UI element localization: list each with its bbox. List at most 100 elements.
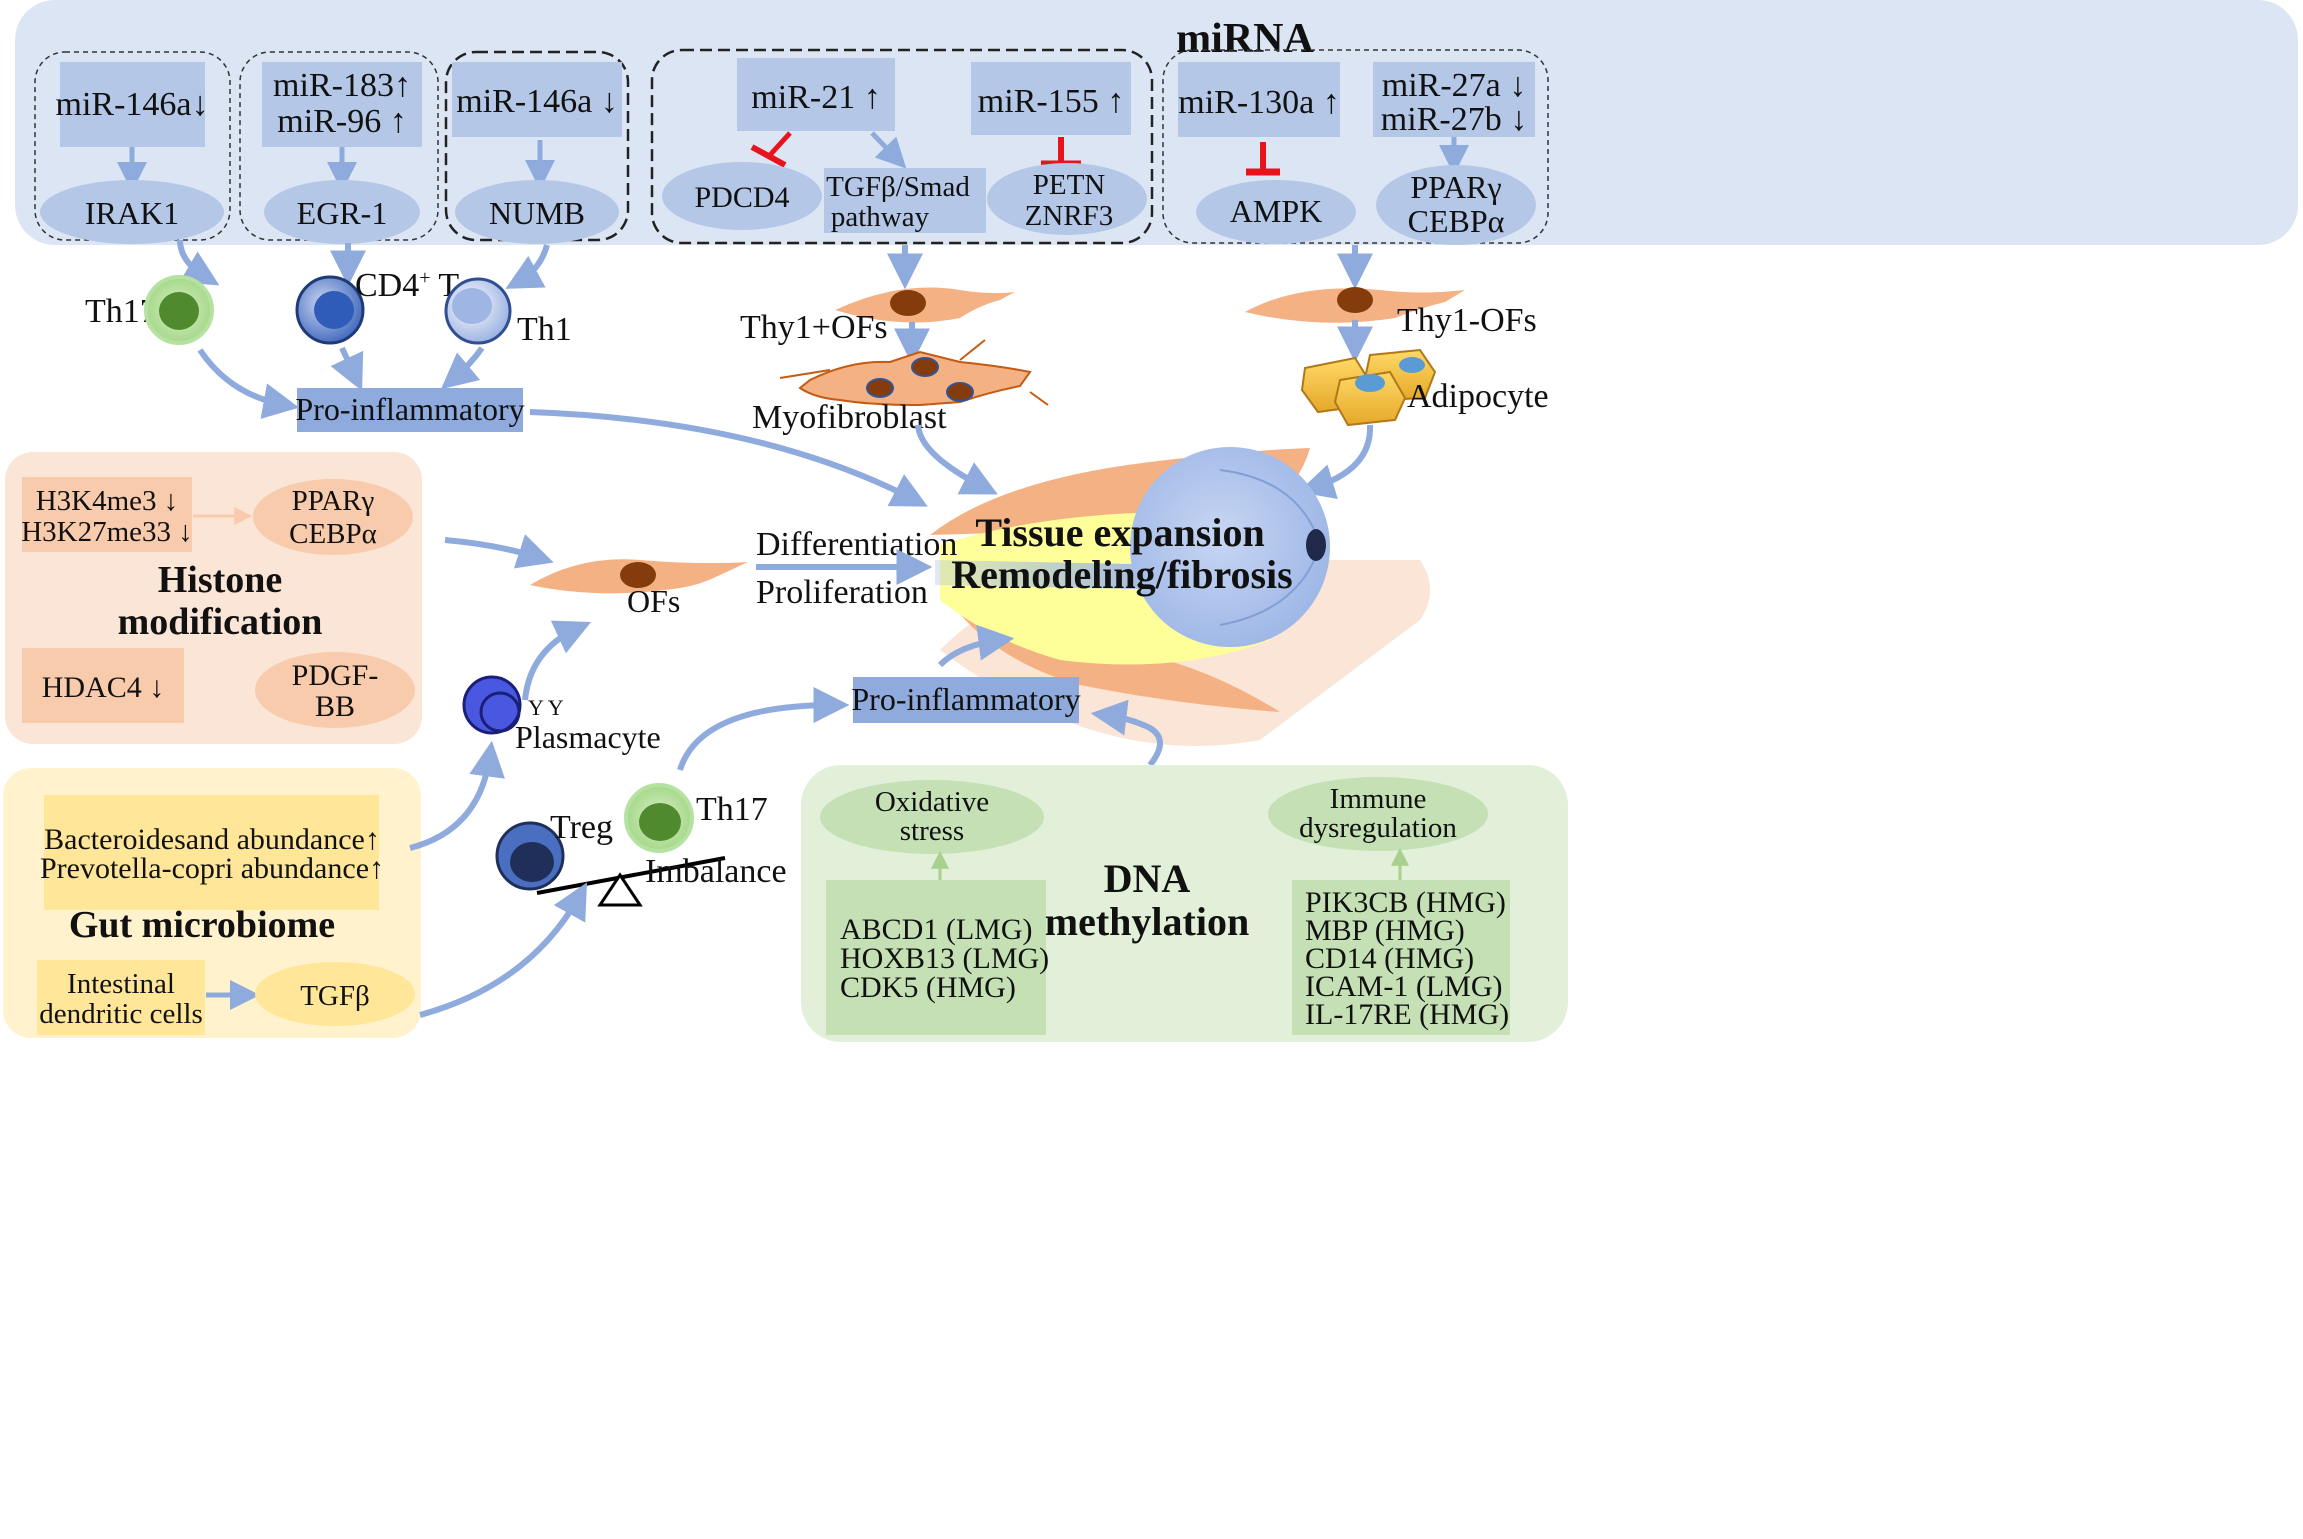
dna-left-gene-2: HOXB13 (LMG) (840, 942, 1049, 975)
dna-right-gene-2: MBP (HMG) (1305, 914, 1465, 947)
oxidative-stress-node (820, 780, 1044, 854)
mir-96-label: miR-96 ↑ (277, 103, 406, 140)
oxidative-label-2: stress (900, 815, 964, 847)
dna-title-2: methylation (1045, 899, 1249, 944)
mirna-panel (15, 0, 2298, 245)
treg-label: Treg (550, 809, 613, 846)
mirna-title: miRNA (1176, 16, 1314, 62)
tgf-smad-label: TGFβ/Smad (826, 171, 970, 203)
th1-label: Th1 (517, 311, 572, 348)
antibody-icon: Y Y (528, 695, 564, 720)
mir-183-label: miR-183↑ (273, 67, 411, 104)
ofs-label: OFs (627, 583, 680, 619)
pro-inflammatory-top-label: Pro-inflammatory (295, 391, 524, 427)
pdgf-label-2: BB (315, 690, 355, 723)
pdgf-bb-node (255, 652, 415, 728)
dna-right-gene-box (1292, 880, 1510, 1035)
mir-146a-box-2 (452, 62, 622, 137)
differentiation-label: Differentiation (756, 526, 957, 563)
numb-node (455, 180, 619, 244)
mir-130a-label: miR-130a ↑ (1178, 84, 1339, 121)
myofibroblast-cells (779, 339, 1049, 407)
gut-tgfb-label: TGFβ (300, 980, 370, 1012)
pro-inflammatory-bottom-box (853, 677, 1079, 723)
tgf-smad-box (824, 168, 986, 233)
mir-155-label: miR-155 ↑ (978, 83, 1124, 120)
pdgf-label-1: PDGF- (292, 659, 379, 692)
mir-27a-label: miR-27a ↓ (1382, 67, 1526, 104)
immune-label-2: dysregulation (1299, 812, 1457, 844)
dna-left-gene-3: CDK5 (HMG) (840, 971, 1016, 1004)
pdcd4-node (662, 162, 822, 230)
hdac4-label: HDAC4 ↓ (42, 671, 165, 704)
tissue-expansion-label: Tissue expansion (975, 510, 1264, 555)
adipocyte-label: Adipocyte (1407, 378, 1549, 415)
proliferation-label: Proliferation (756, 574, 928, 611)
dna-right-gene-4: ICAM-1 (LMG) (1305, 970, 1502, 1003)
mir-146a-box (60, 62, 205, 147)
tgf-pathway-label: pathway (831, 201, 930, 233)
petn-label: PETN (1033, 169, 1106, 201)
histone-cebpa-label: CEBPα (289, 518, 377, 550)
pro-inflammatory-bottom-label: Pro-inflammatory (851, 681, 1080, 717)
prevotella-label: Prevotella-copri abundance↑ (40, 852, 384, 885)
dendritic-cells-box (37, 960, 205, 1035)
mir-155-box (971, 62, 1131, 135)
histone-pparg-node (253, 479, 413, 555)
dna-title-1: DNA (1104, 856, 1191, 901)
petn-znrf3-node (987, 163, 1147, 235)
pdcd4-label: PDCD4 (694, 181, 789, 214)
dna-right-gene-3: CD14 (HMG) (1305, 942, 1474, 975)
oxidative-label-1: Oxidative (875, 786, 989, 818)
bacteria-box (44, 795, 379, 910)
immune-dysregulation-node (1268, 777, 1488, 851)
mir-21-box (737, 58, 895, 131)
dna-left-gene-box (826, 880, 1046, 1035)
cebpa-label: CEBPα (1408, 203, 1505, 239)
thy1-pos-ofs-label: Thy1+OFs (740, 309, 888, 346)
myofibroblast-label: Myofibroblast (752, 399, 947, 436)
dendritic-label-1: Intestinal (67, 968, 175, 1000)
histone-title-2: modification (118, 601, 323, 643)
mirna-group-4 (650, 48, 1154, 245)
plasmacyte-label: Plasmacyte (515, 719, 661, 755)
dna-right-gene-1: PIK3CB (HMG) (1305, 886, 1506, 919)
mir-27b-label: miR-27b ↓ (1381, 101, 1527, 138)
dendritic-label-2: dendritic cells (39, 998, 202, 1030)
mir-146a-label-2: miR-146a ↓ (456, 83, 617, 120)
th17-bottom-label: Th17 (696, 791, 768, 828)
mir-130a-box (1178, 62, 1340, 137)
dna-left-gene-1: ABCD1 (LMG) (840, 913, 1033, 946)
pparg-cebpa-node (1376, 165, 1536, 245)
pro-inflammatory-top-box (297, 388, 523, 432)
numb-label: NUMB (489, 195, 585, 231)
h3k27me33-label: H3K27me33 ↓ (21, 516, 193, 548)
dna-right-gene-5: IL-17RE (HMG) (1305, 998, 1509, 1031)
pparg-label: PPARγ (1410, 169, 1501, 205)
cd4-t-label: CD4+ T (355, 267, 459, 304)
irak1-label: IRAK1 (85, 195, 179, 231)
gut-tgfb-node (255, 962, 415, 1026)
h3k-box (22, 477, 192, 552)
immune-label-1: Immune (1330, 783, 1427, 815)
egr1-node (264, 180, 420, 244)
imbalance-label: Imbalance (645, 853, 787, 890)
bacteroides-label: Bacteroidesand abundance↑ (44, 823, 380, 856)
egr1-label: EGR-1 (297, 195, 388, 231)
plasmacyte-cell (462, 675, 522, 735)
gut-microbiome-title: Gut microbiome (69, 904, 335, 946)
thy1-neg-ofs-label: Thy1-OFs (1397, 302, 1537, 339)
histone-pparg-label: PPARγ (292, 485, 375, 517)
mirna-group-5 (1162, 49, 1549, 244)
znrf3-label: ZNRF3 (1025, 200, 1114, 232)
ampk-label: AMPK (1230, 193, 1322, 229)
mir-183-96-box (262, 62, 422, 147)
adipocyte-cells (1300, 348, 1437, 427)
mir-146a-label: miR-146a↓ (56, 86, 209, 123)
histone-title-1: Histone (158, 559, 283, 601)
h3k4me3-label: H3K4me3 ↓ (36, 485, 179, 517)
irak1-node (40, 180, 224, 244)
mir-21-label: miR-21 ↑ (751, 79, 880, 116)
ampk-node (1196, 180, 1356, 244)
